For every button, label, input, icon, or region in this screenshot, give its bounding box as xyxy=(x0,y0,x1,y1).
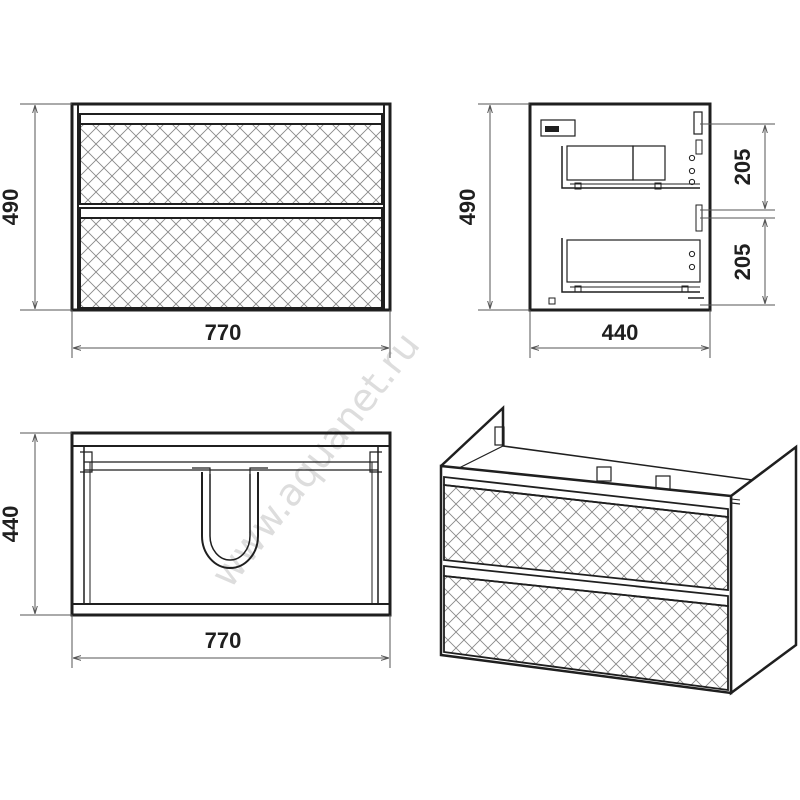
top-width-label: 770 xyxy=(205,628,242,653)
top-depth-dimension: 440 xyxy=(0,432,72,616)
front-view: 490 770 xyxy=(0,102,392,358)
top-width-dimension: 770 xyxy=(71,615,391,668)
front-width-dimension: 770 xyxy=(71,310,391,358)
side-height-dimension: 490 xyxy=(455,103,530,311)
bottom-drawer-rail xyxy=(79,207,383,219)
top-outline xyxy=(70,431,392,617)
top-depth-label: 440 xyxy=(0,506,23,543)
front-height-dimension: 490 xyxy=(0,103,72,311)
siphon-cutout xyxy=(201,472,259,569)
side-drawer-bottom-label: 205 xyxy=(730,244,755,281)
front-width-label: 770 xyxy=(205,320,242,345)
isometric-view xyxy=(439,405,798,696)
side-drawer-dimensions: 205 205 xyxy=(700,123,775,306)
watermark: www.aquanet.ru xyxy=(202,324,428,596)
top-view: 440 770 xyxy=(0,431,392,668)
iso-side-panel xyxy=(729,444,798,696)
front-height-label: 490 xyxy=(0,189,23,226)
iso-top-drawer xyxy=(443,483,729,592)
side-view: 205 205 490 440 xyxy=(455,102,775,358)
bottom-drawer-front xyxy=(79,217,383,309)
side-drawer-top-label: 205 xyxy=(730,149,755,186)
top-drawer-rail xyxy=(79,113,383,125)
side-depth-label: 440 xyxy=(602,320,639,345)
iso-bottom-drawer xyxy=(443,574,729,692)
front-outline xyxy=(70,102,392,312)
side-depth-dimension: 440 xyxy=(529,310,711,358)
side-outline xyxy=(528,102,712,312)
side-height-label: 490 xyxy=(455,189,480,226)
top-drawer-front xyxy=(79,123,383,205)
